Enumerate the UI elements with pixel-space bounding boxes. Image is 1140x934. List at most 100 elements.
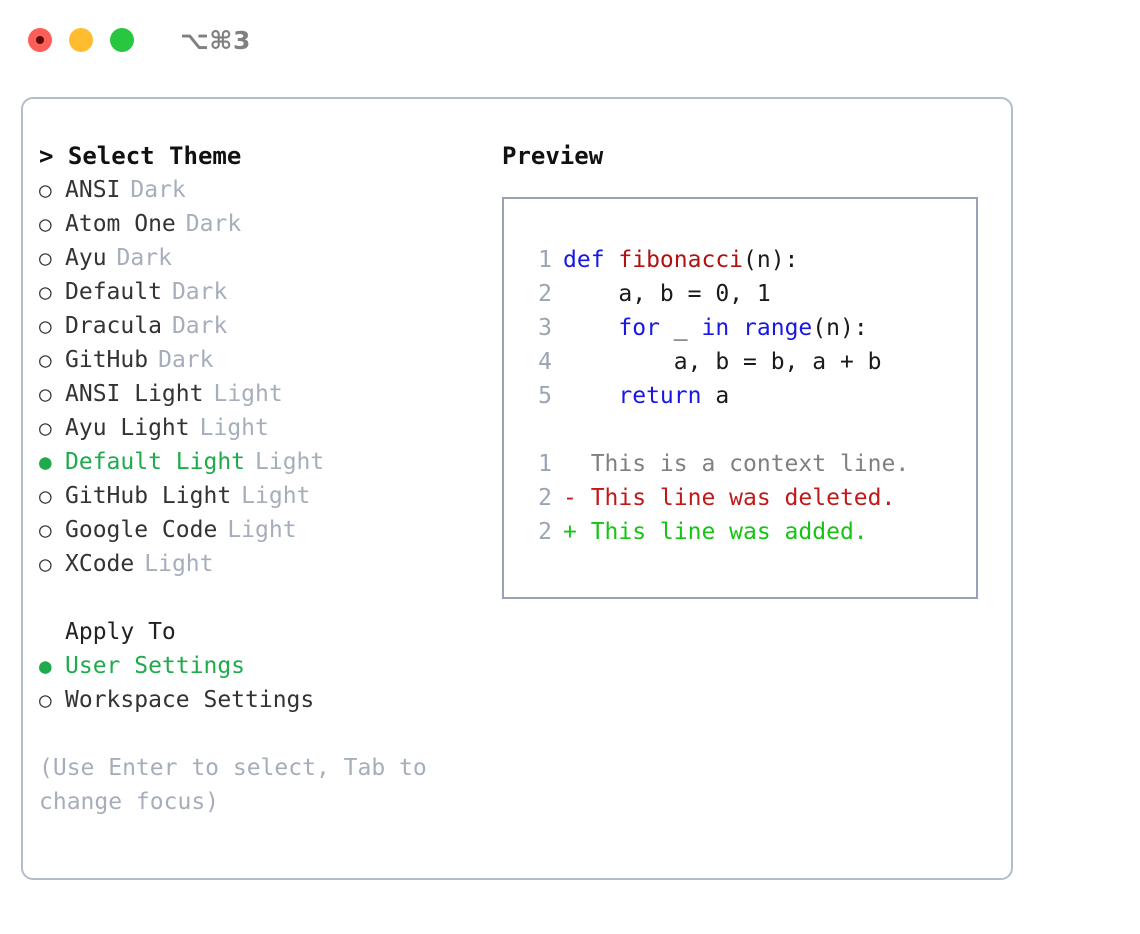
line-number: 1 [538, 451, 552, 477]
close-button[interactable] [28, 28, 52, 52]
theme-list-item[interactable]: ○ XCode Light [39, 547, 489, 581]
code-line: 5 return a [518, 379, 976, 413]
theme-variant-tag: Light [227, 517, 297, 543]
theme-list-item[interactable]: ○ Default Dark [39, 275, 489, 309]
apply-to-label: User Settings [65, 653, 246, 679]
keyboard-shortcut-label: ⌥⌘3 [180, 25, 251, 55]
preview-heading: Preview [502, 142, 604, 170]
theme-list-item[interactable]: ○ ANSI Dark [39, 173, 489, 207]
radio-selected-icon: ● [39, 654, 52, 678]
theme-name-label: Default [65, 279, 162, 305]
code-line: 2 a, b = 0, 1 [518, 277, 976, 311]
theme-variant-tag: Light [144, 551, 214, 577]
code-token: a, b = 0, 1 [563, 281, 771, 307]
theme-name-label: ANSI [65, 177, 121, 203]
line-number: 5 [538, 383, 552, 409]
theme-list-item[interactable]: ○ Google Code Light [39, 513, 489, 547]
diff-line-text: + This line was added. [563, 519, 868, 545]
diff-line: 2 + This line was added. [518, 515, 976, 549]
apply-to-heading: Apply To [65, 619, 176, 645]
code-line: 1 def fibonacci(n): [518, 243, 976, 277]
radio-unselected-icon: ○ [39, 518, 52, 542]
line-number: 4 [538, 349, 552, 375]
traffic-light-group [28, 28, 134, 52]
code-token [563, 379, 618, 413]
recording-indicator-icon [36, 36, 44, 44]
theme-list-item[interactable]: ○ Ayu Light Light [39, 411, 489, 445]
theme-variant-tag: Dark [171, 279, 228, 305]
theme-variant-tag: Light [255, 449, 325, 475]
theme-variant-tag: Light [241, 483, 311, 509]
code-token: (n): [812, 315, 868, 341]
select-theme-heading: > Select Theme [39, 142, 242, 170]
line-number: 2 [538, 485, 552, 511]
code-token: fibonacci [618, 247, 744, 273]
theme-name-label: Google Code [65, 517, 218, 543]
minimize-button[interactable] [69, 28, 93, 52]
theme-list-item[interactable]: ● Default Light Light [39, 445, 489, 479]
section-spacer [39, 581, 489, 615]
theme-variant-tag: Dark [185, 211, 242, 237]
radio-unselected-icon: ○ [39, 348, 52, 372]
code-token: def [563, 247, 619, 273]
apply-to-option[interactable]: ○Workspace Settings [39, 683, 489, 717]
radio-unselected-icon: ○ [39, 416, 52, 440]
radio-unselected-icon: ○ [39, 382, 52, 406]
theme-variant-tag: Dark [130, 177, 186, 203]
maximize-button[interactable] [110, 28, 134, 52]
code-diff-spacer [518, 413, 976, 447]
line-number: 2 [538, 519, 552, 545]
code-token: _ [659, 315, 702, 341]
theme-name-label: Dracula [65, 313, 162, 339]
theme-name-label: GitHub [65, 347, 149, 373]
apply-to-label: Workspace Settings [65, 687, 315, 713]
radio-unselected-icon: ○ [39, 484, 52, 508]
apply-to-option[interactable]: ● User Settings [39, 649, 489, 683]
theme-list-item[interactable]: ○ Atom One Dark [39, 207, 489, 241]
radio-selected-icon: ● [39, 450, 52, 474]
diff-line: 1 This is a context line. [518, 447, 976, 481]
radio-unselected-icon: ○ [39, 280, 52, 304]
apply-to-list: ● User Settings ○Workspace Settings [39, 649, 489, 717]
diff-line-text: - This line was deleted. [563, 485, 896, 511]
radio-unselected-icon: ○ [39, 246, 52, 270]
radio-unselected-icon: ○ [39, 178, 52, 202]
code-token: (n): [743, 247, 799, 273]
theme-list-item[interactable]: ○ GitHub Light Light [39, 479, 489, 513]
theme-name-label: Ayu Light [65, 415, 190, 441]
line-number: 1 [538, 247, 552, 273]
code-token [563, 311, 618, 345]
theme-name-label: GitHub Light [65, 483, 232, 509]
theme-variant-tag: Dark [171, 313, 228, 339]
keyboard-hint-text: (Use Enter to select, Tab to change focu… [39, 755, 441, 815]
theme-name-label: Atom One [65, 211, 176, 237]
theme-name-label: XCode [65, 551, 135, 577]
diff-line-text: This is a context line. [563, 451, 910, 477]
theme-name-label: Ayu [65, 245, 107, 271]
code-line: 4 a, b = b, a + b [518, 345, 976, 379]
theme-name-label: Default Light [65, 449, 246, 475]
theme-name-label: ANSI Light [65, 381, 204, 407]
code-token: return [618, 383, 702, 409]
code-line: 3 for _ in range(n): [518, 311, 976, 345]
code-token: for [618, 315, 660, 341]
radio-unselected-icon: ○ [39, 552, 52, 576]
title-bar: ⌥⌘3 [0, 0, 1140, 80]
code-token: range [743, 315, 813, 341]
line-number: 3 [538, 315, 552, 341]
radio-unselected-icon: ○ [39, 212, 52, 236]
code-token: a [701, 383, 730, 409]
theme-variant-tag: Light [199, 415, 269, 441]
theme-list-item[interactable]: ○ Dracula Dark [39, 309, 489, 343]
radio-unselected-icon: ○ [39, 314, 52, 338]
code-token [729, 311, 743, 345]
